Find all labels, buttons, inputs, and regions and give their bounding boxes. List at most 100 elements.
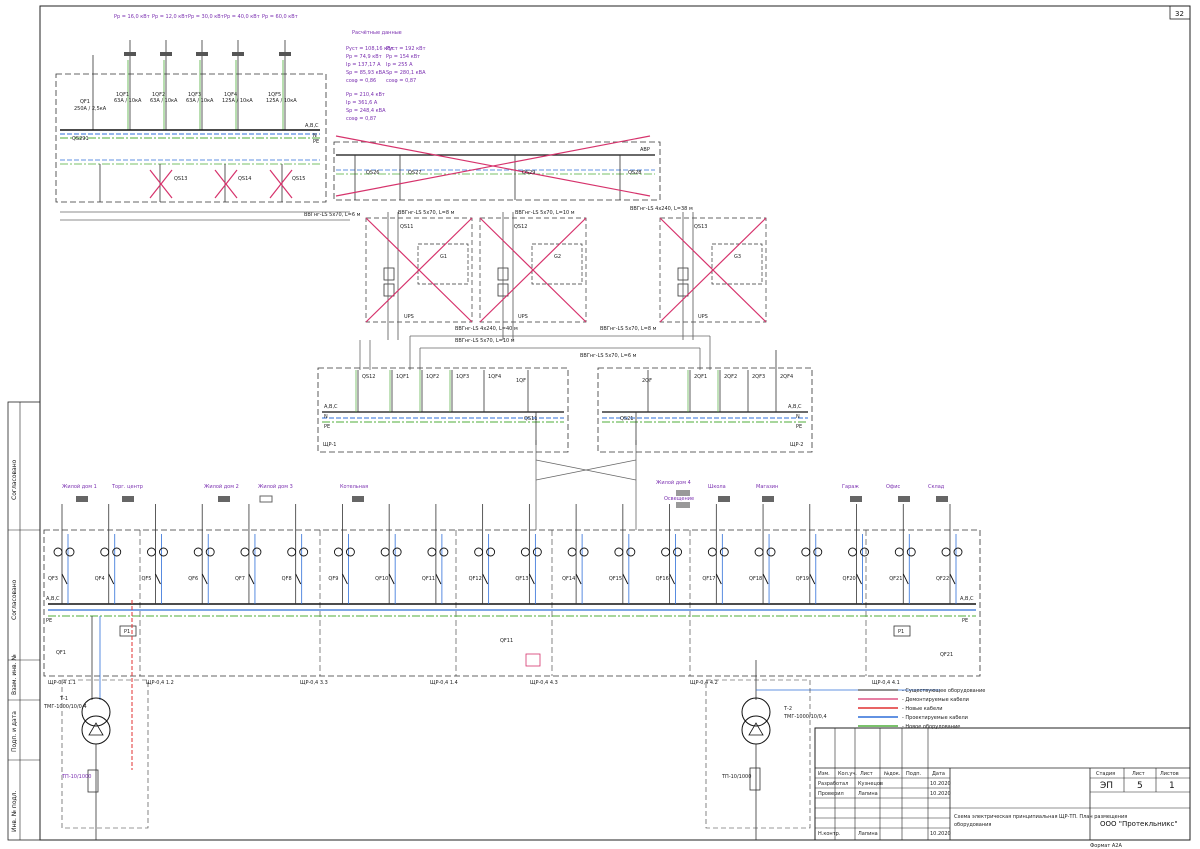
feeder-cell: QF18 <box>749 504 776 604</box>
tr-right-spec: ТМГ-1000/10/0,4 <box>783 714 827 720</box>
feeder-cell-tag: QF18 <box>749 576 762 582</box>
tr-left-breaker: QF1 <box>56 650 66 656</box>
mid-1-switch: QS11 <box>400 224 413 230</box>
feeder-cell: QF3 <box>48 504 75 604</box>
tl-feeder-3-spec: 63А / 10кА <box>186 98 214 104</box>
feeder-cell-tag: QF21 <box>889 576 902 582</box>
feeder-cell-tag: QF16 <box>656 576 669 582</box>
feeder-cell: QF5 <box>141 504 168 604</box>
tb-name-2: Лапина <box>858 791 878 797</box>
calc-extra-3: Sр = 248,4 кВА <box>346 108 386 114</box>
shr1-name: ЩР-1 <box>323 442 336 448</box>
msb-meter-left: Р1 <box>124 629 130 635</box>
feeder-cell-tag: QF6 <box>188 576 198 582</box>
shr1-feeder-2: 1QF1 <box>396 374 409 380</box>
calc-note: Расчётные данные Руст = 108,16 кВт Рр = … <box>346 30 426 122</box>
shr2-feeder-4: 2QF3 <box>752 374 765 380</box>
feeder-cell-tag: QF13 <box>515 576 528 582</box>
tb-date-1: 10.2020 <box>930 781 951 787</box>
calc-left-1: Руст = 108,16 кВт <box>346 46 394 52</box>
sheet-format: Формат А2А <box>1090 843 1122 849</box>
tr-left-spec: ТМГ-1000/10/0,4 <box>43 704 87 710</box>
tr-right-cell: ТП-10/1000 <box>721 774 751 780</box>
tb-company: ООО "Протекльникс" <box>1100 820 1178 828</box>
feeder-cell-tag: QF11 <box>422 576 435 582</box>
feeder-cell-tag: QF10 <box>375 576 388 582</box>
calc-extra-4: cosφ = 0,87 <box>346 116 376 122</box>
tl-feeder-4-spec: 125А / 10кА <box>222 98 253 104</box>
msb-section-4: ЩР-0,4 1.4 <box>430 680 458 686</box>
feeder-cell: QF21 <box>889 504 916 604</box>
calc-left-3: Iр = 137,17 А <box>346 62 381 68</box>
shr1-feeder-1: QS12 <box>362 374 375 380</box>
calc-right-2: Рр = 154 кВт <box>386 54 420 60</box>
interconnects <box>60 211 711 530</box>
shr1-feeder-4: 1QF3 <box>456 374 469 380</box>
load-10: Офис <box>886 484 900 490</box>
shr2-n-label: N <box>796 414 800 420</box>
tl-main-switch: QF1 <box>80 99 90 105</box>
cable-label-4: ВВГнг-LS 4х240, L=38 м <box>630 206 693 212</box>
feeder-cell: QF17 <box>702 504 729 604</box>
calc-header: Расчётные данные <box>352 30 402 36</box>
top-right-panel <box>333 135 661 201</box>
shr2-feeder-5: 2QF4 <box>780 374 793 380</box>
load-5: Котельная <box>340 484 368 490</box>
shr1-n-label: N <box>324 414 328 420</box>
transformer-right <box>705 660 940 840</box>
mid-3-switch: QS13 <box>694 224 707 230</box>
load-11: Склад <box>928 484 945 490</box>
tl-crossed-1: QS13 <box>174 176 187 182</box>
load-8: Магазин <box>756 484 778 490</box>
shr2-abc-label: A,B,C <box>788 404 802 410</box>
tb-col-5: Подп. <box>906 771 922 777</box>
shr1-abc-label: A,B,C <box>324 404 338 410</box>
load-12: Освещение <box>664 496 694 502</box>
load-7: Школа <box>708 484 726 490</box>
load-4: Жилой дом 3 <box>258 483 293 490</box>
shr2-name: ЩР-2 <box>790 442 803 448</box>
tb-sheets-hdr: Листов <box>1160 771 1179 777</box>
calc-right-1: Руст = 192 кВт <box>386 46 426 52</box>
mid-modules <box>365 212 767 340</box>
feeder-cell: QF10 <box>375 504 402 604</box>
shr2-pe-label: PE <box>796 424 802 430</box>
cable-label-7: ВВГнг-LS 5х70, L=10 м <box>455 338 515 344</box>
tl-crossed-3: QS15 <box>292 176 305 182</box>
calc-right-4: Sр = 280,1 кВА <box>386 70 426 76</box>
calc-left-2: Рр = 74,9 кВт <box>346 54 382 60</box>
drawing-frame <box>39 5 1191 841</box>
shr2-main: QS21 <box>620 416 633 422</box>
load-1: Жилой дом 1 <box>62 483 97 490</box>
tl-feeder-2-tag: 1QF2 <box>152 92 165 98</box>
shr1-main: QS11 <box>524 416 537 422</box>
tb-col-4: №док. <box>884 771 901 777</box>
cable-label-3: ВВГнг-LS 5х70, L=10 м <box>515 210 575 216</box>
feeder-cell-tag: QF4 <box>95 576 105 582</box>
calc-right-5: cosφ = 0,87 <box>386 78 416 84</box>
calc-extra-2: Iр = 361,6 А <box>346 100 378 106</box>
shr2-feeder-1: 2QF <box>642 378 652 384</box>
tb-role-3: Н.контр. <box>818 831 841 837</box>
tr-right-tag: Т-2 <box>783 706 792 712</box>
tl-load-3: Рр = 30,0 кВт <box>188 14 224 20</box>
shr2-feeder-3: 2QF2 <box>724 374 737 380</box>
feeder-cell: QF7 <box>235 504 262 604</box>
shr1-feeder-5: 1QF4 <box>488 374 501 380</box>
legend-3: - Новые кабели <box>902 706 942 712</box>
feeder-cell: QF4 <box>95 504 122 604</box>
strip-replaced: Взам. инв. № <box>11 654 18 695</box>
legend-5: - Новое оборудование <box>902 724 960 730</box>
legend <box>858 689 898 727</box>
tl-feeder-5-spec: 125А / 10кА <box>266 98 297 104</box>
tl-main-switch-spec: 250А / 2,5кА <box>74 106 107 112</box>
msb-section-7: ЩР-0,4 4.1 <box>872 680 900 686</box>
top-left-pe-label: PE <box>313 139 319 145</box>
feeder-cell: QF16 <box>656 504 683 604</box>
feeder-cell: QF13 <box>515 504 542 604</box>
cable-label-6: ВВГнг-LS 5х70, L=8 м <box>600 326 657 332</box>
tr-switch-1: QS26 <box>366 170 379 176</box>
feeder-cell: QF9 <box>328 504 355 604</box>
